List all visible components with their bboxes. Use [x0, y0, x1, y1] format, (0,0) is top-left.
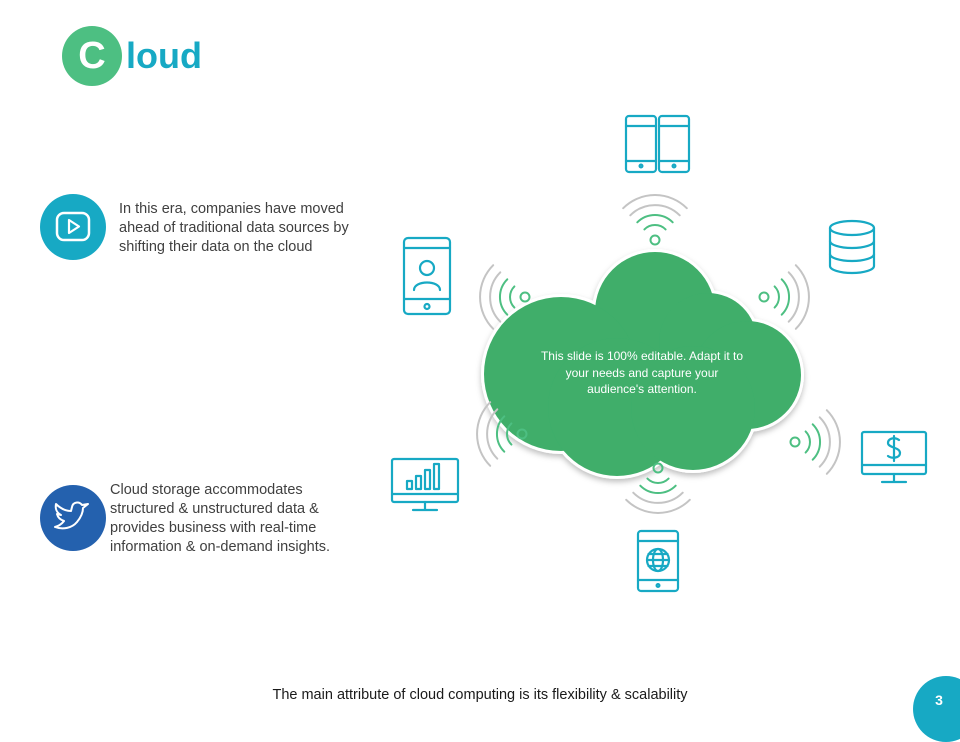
wifi-signal-bottom-icon — [625, 462, 691, 514]
globe-tablet-icon — [636, 529, 680, 593]
title-text: loud — [126, 35, 202, 76]
wifi-signal-upper-right-icon — [758, 264, 810, 330]
cloud-shape — [481, 249, 804, 479]
play-icon — [40, 194, 106, 260]
wifi-signal-lower-left-icon — [476, 401, 528, 467]
wifi-signal-top-icon — [622, 194, 688, 246]
wifi-signal-lower-right-icon — [789, 409, 841, 475]
cloud-caption: This slide is 100% editable. Adapt it to… — [540, 349, 744, 396]
wifi-signal-upper-left-icon — [479, 264, 531, 330]
feature-text-data-shift: In this era, companies have moved ahead … — [119, 201, 349, 255]
dollar-monitor-icon — [860, 430, 928, 484]
twitter-bird-icon — [40, 485, 106, 551]
footer-text: The main attribute of cloud computing is… — [272, 687, 688, 703]
bar-chart-monitor-icon — [390, 457, 460, 512]
user-phone-icon — [402, 236, 452, 316]
cloud-network-diagram — [390, 114, 928, 593]
page-number: 3 — [935, 692, 943, 708]
feature-text-cloud-storage: Cloud storage accommodates structured & … — [110, 482, 331, 555]
dual-phones-icon — [624, 114, 691, 174]
title-initial-badge: C — [62, 26, 122, 86]
database-icon — [828, 219, 876, 275]
